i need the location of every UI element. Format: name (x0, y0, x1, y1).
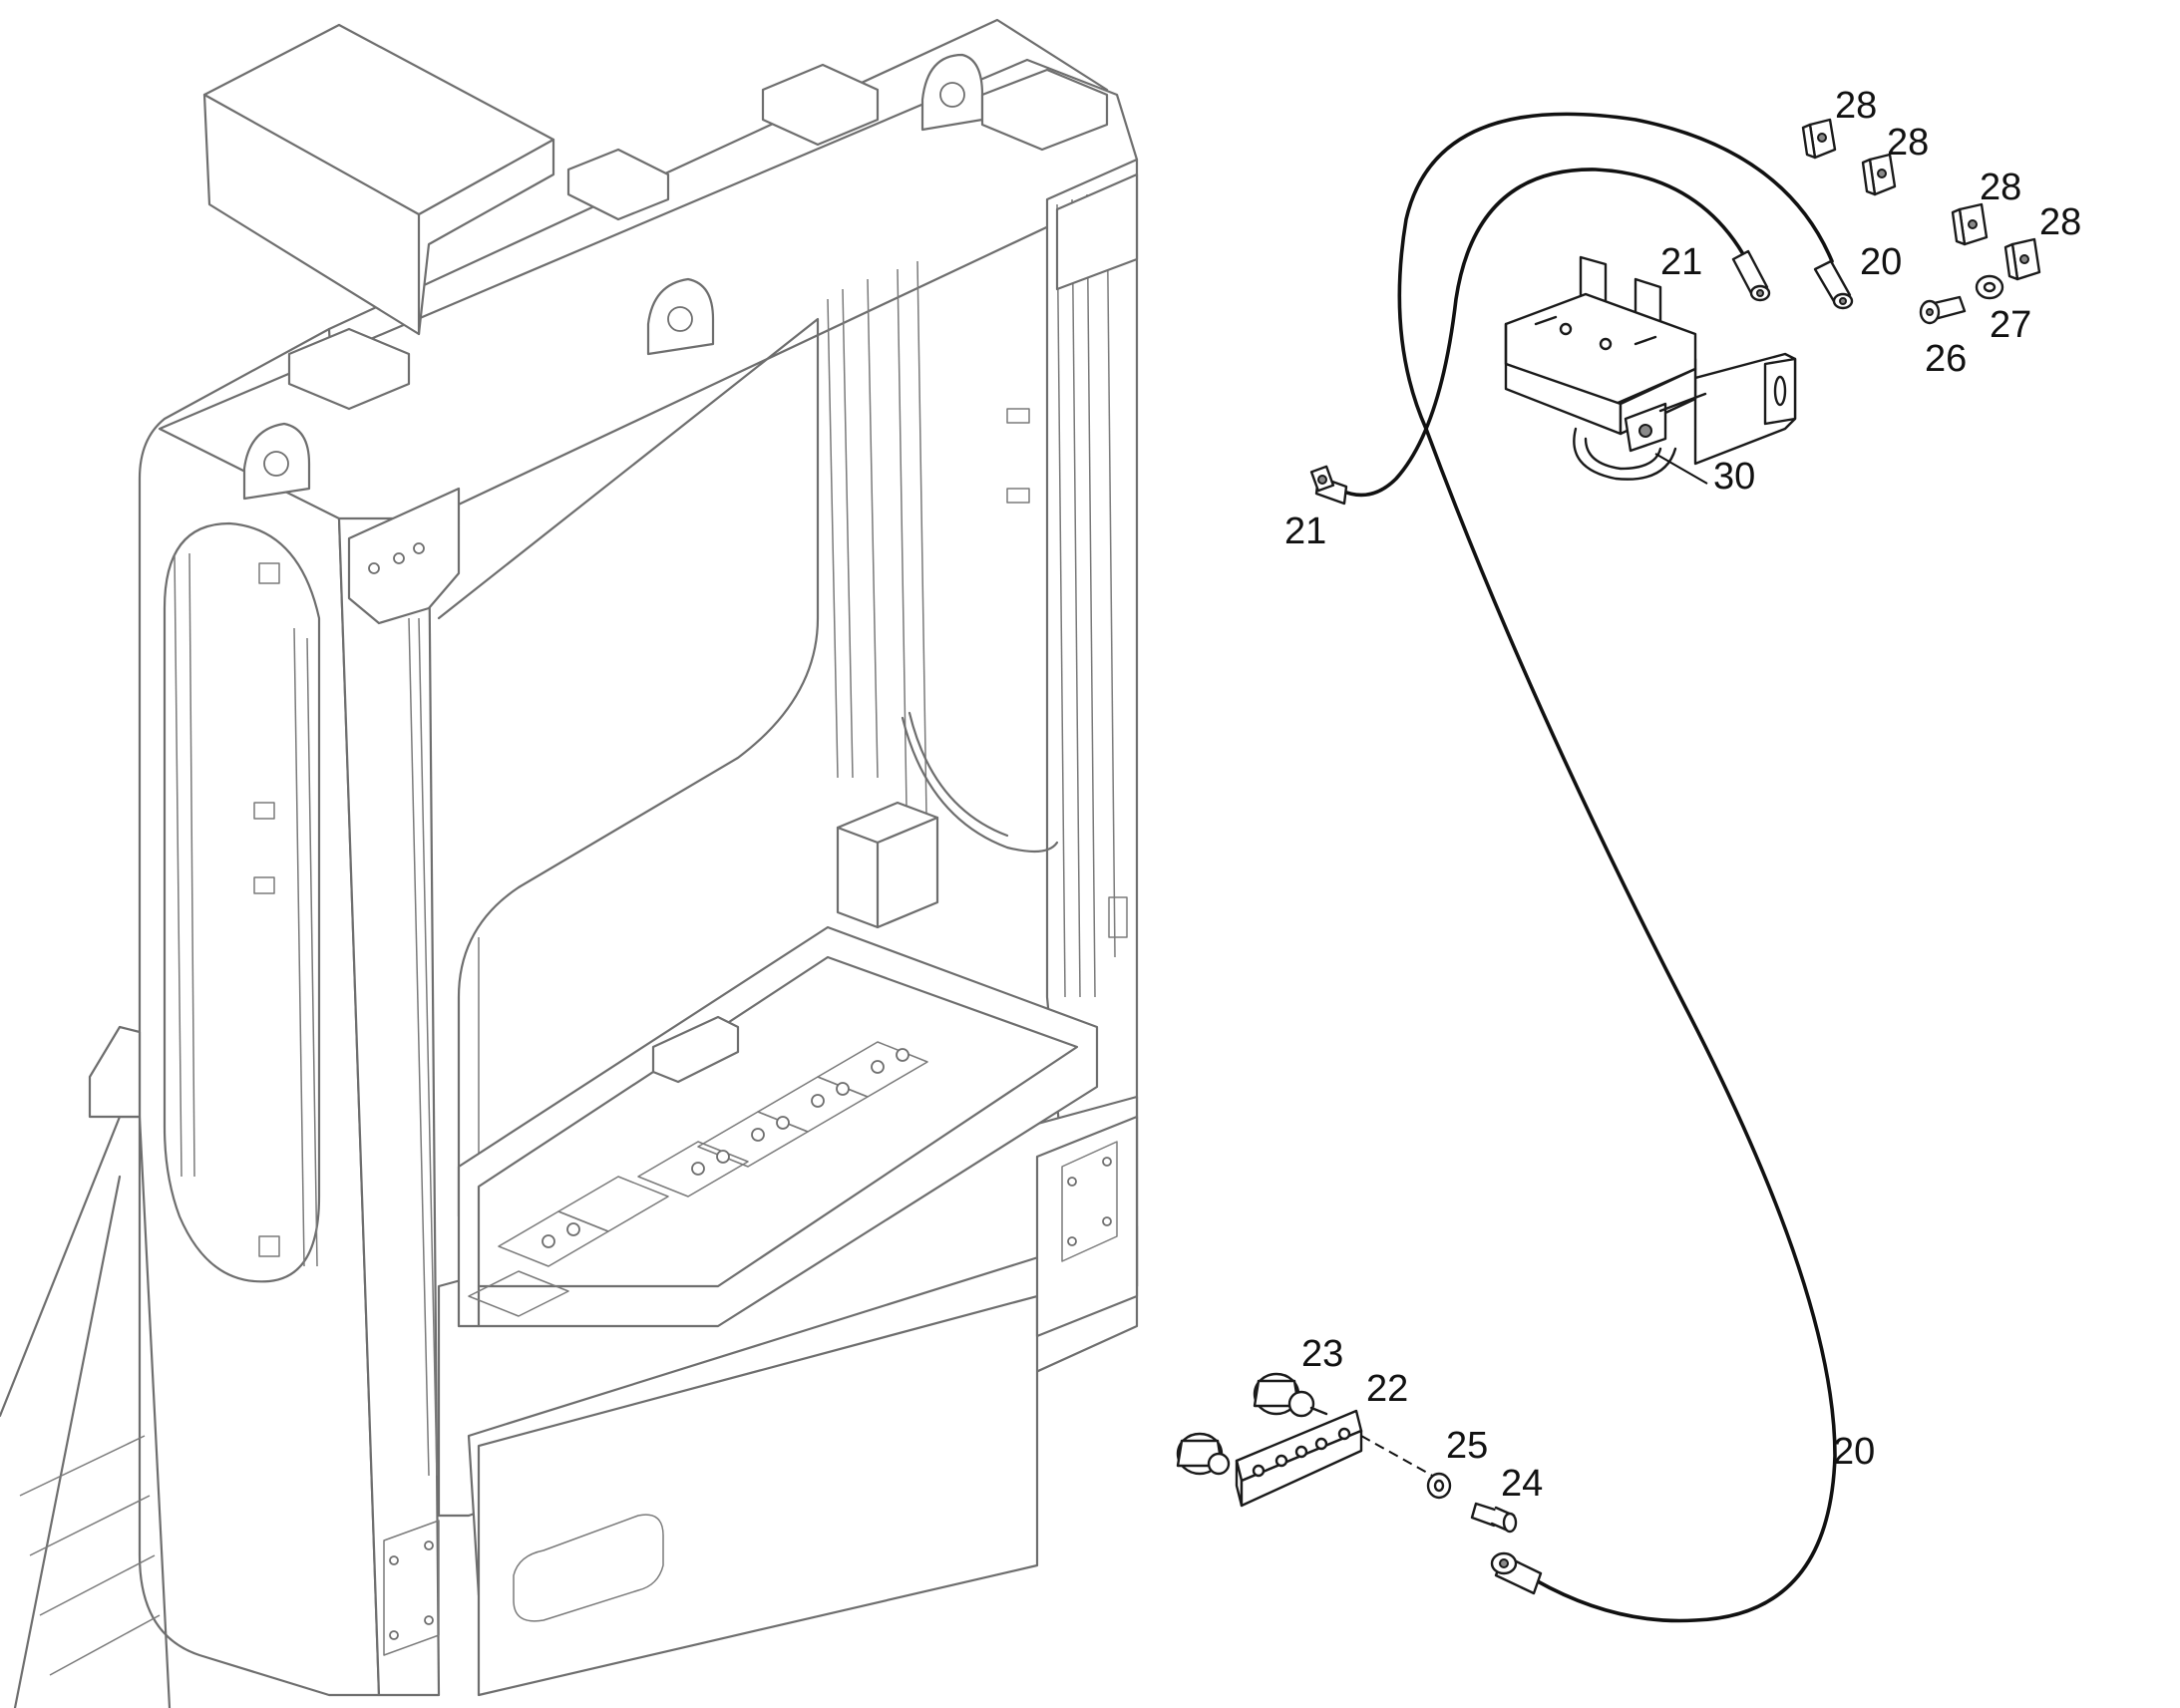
callout-20-top: 20 (1860, 241, 1902, 283)
cable-lug-20-top (1813, 259, 1854, 310)
cable-lug-20-bottom (1490, 1551, 1543, 1595)
ladder-structure (0, 1025, 172, 1708)
battery-frame (138, 18, 1139, 1697)
callout-28-d: 28 (2039, 201, 2081, 243)
knurled-nut-23 (1253, 1372, 1328, 1418)
nut-28-d (2003, 237, 2041, 281)
callout-27: 27 (1990, 304, 2031, 346)
callout-25: 25 (1446, 1425, 1488, 1467)
callout-labels: 28 28 28 28 21 20 27 26 30 21 23 22 25 2… (1284, 85, 2081, 1505)
nut-28-b (1861, 153, 1897, 196)
knurled-nut-left (1176, 1432, 1231, 1476)
callout-21-left: 21 (1284, 511, 1326, 552)
callout-20-bottom: 20 (1833, 1431, 1875, 1473)
cable-lug-21-left (1309, 465, 1348, 506)
callout-23: 23 (1301, 1333, 1343, 1375)
nut-28-c (1951, 202, 1989, 246)
assembly-axis-line (1360, 1435, 1437, 1479)
callout-30: 30 (1713, 456, 1755, 498)
washer-25 (1426, 1472, 1452, 1500)
relay-switch-30 (1504, 255, 1797, 485)
callout-22: 22 (1366, 1368, 1408, 1410)
callout-28-a: 28 (1835, 85, 1877, 127)
screw-26 (1919, 295, 1967, 325)
callout-24: 24 (1501, 1463, 1543, 1505)
callout-28-c: 28 (1980, 167, 2021, 208)
callout-26: 26 (1925, 338, 1967, 380)
busbar-22 (1235, 1409, 1363, 1508)
washer-27 (1975, 274, 2004, 300)
callout-21-top: 21 (1660, 241, 1702, 283)
nut-28-a (1801, 118, 1837, 160)
callout-28-b: 28 (1887, 122, 1929, 164)
screw-24 (1470, 1502, 1518, 1534)
battery-cable-20 (1339, 112, 1837, 1623)
cable-lug-21-top (1731, 249, 1771, 302)
